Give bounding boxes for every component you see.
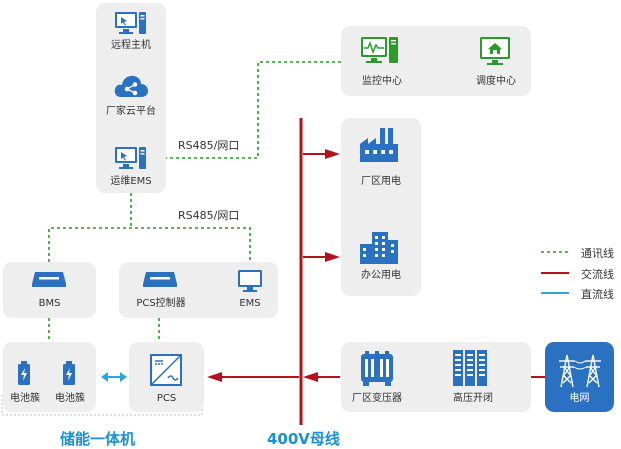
ac-arrow-transformer-to-bus (303, 372, 340, 382)
computer-icon (114, 145, 148, 177)
ac-arrow-bus-to-pcs (207, 372, 299, 382)
inverter-icon (149, 353, 183, 391)
cloud-platform-label: 厂家云平台 (106, 106, 156, 117)
ops-ems-label: 运维EMS (110, 176, 152, 187)
legend-communication-label: 通讯线 (581, 247, 614, 260)
monitor-icon (360, 35, 400, 73)
monitor-icon (236, 268, 264, 298)
legend-dc-label: 直流线 (581, 288, 614, 301)
grid-box (545, 342, 614, 412)
grid-label: 电网 (569, 393, 590, 404)
device-box-icon (142, 270, 178, 292)
battery-cluster-1-label: 电池簇 (10, 393, 40, 404)
transmission-tower-icon (555, 347, 605, 393)
pcs-controller-label: PCS控制器 (136, 298, 186, 309)
remote-host-label: 远程主机 (111, 40, 151, 51)
bus-400v-label: 400V母线 (267, 430, 340, 448)
switchgear-icon (450, 348, 490, 392)
office-power-label: 办公用电 (361, 270, 401, 281)
monitor-center-label: 监控中心 (362, 76, 402, 87)
pcs-label: PCS (156, 393, 177, 404)
hv-switch-label: 高压开闭 (453, 393, 493, 404)
battery-icon (61, 360, 77, 390)
factory-transformer-label: 厂区变压器 (352, 393, 402, 404)
comm-line-bms (48, 227, 251, 262)
home-monitor-icon (478, 35, 512, 71)
computer-icon (114, 10, 148, 42)
ac-arrow-to-factory (303, 149, 340, 159)
cloud-share-icon (113, 73, 149, 103)
comm-line-ems-monitor (158, 61, 341, 159)
battery-icon (16, 360, 32, 390)
ac-arrow-to-office (303, 252, 340, 262)
office-building-icon (358, 230, 400, 270)
bms-label: BMS (38, 298, 61, 309)
dc-line-battery-pcs (101, 372, 127, 382)
legend-ac-label: 交流线 (581, 268, 614, 281)
ems-label: EMS (239, 298, 261, 309)
link-label-lower: RS485/网口 (178, 209, 240, 222)
transformer-icon (357, 348, 397, 392)
link-label-upper: RS485/网口 (178, 139, 240, 152)
factory-power-label: 厂区用电 (361, 176, 401, 187)
dispatch-center-label: 调度中心 (476, 76, 516, 87)
bms-box (3, 262, 96, 318)
device-box-icon (31, 270, 67, 292)
battery-cluster-2-label: 电池簇 (55, 393, 85, 404)
storage-unit-label: 储能一体机 (60, 430, 136, 448)
factory-icon (358, 126, 400, 168)
